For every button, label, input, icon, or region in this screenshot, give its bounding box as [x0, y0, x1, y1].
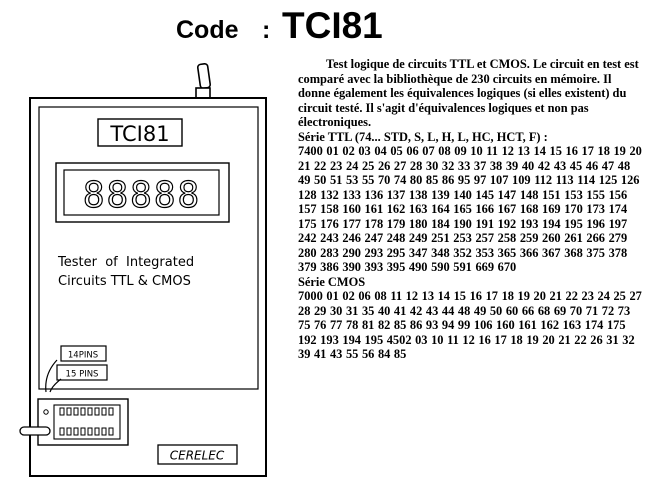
pins-15-tag — [56, 364, 108, 381]
brand-frame — [157, 444, 238, 465]
pins-14-label: 14PINS — [68, 351, 98, 361]
device-panel — [38, 106, 259, 390]
pins-14-tag — [60, 345, 107, 362]
page-title: Code : TCI81 — [176, 4, 416, 48]
model-label: TCI81 — [109, 122, 169, 146]
pins-15-label: 15 PINS — [66, 370, 99, 380]
product-code: TCI81 — [282, 5, 383, 46]
cmos-heading: Série CMOS — [298, 274, 366, 289]
display-inner — [63, 169, 220, 216]
ttl-heading: Série TTL (74... STD, S, L, H, L, HC, HC… — [298, 129, 548, 144]
toggle-switch-icon — [195, 63, 212, 99]
zif-socket — [19, 398, 129, 446]
device-caption-line2: Circuits TTL & CMOS — [58, 274, 191, 289]
brand-label: CERELEC — [170, 449, 225, 463]
ttl-codes: 7400 01 02 03 04 05 06 07 08 09 10 11 12… — [298, 144, 642, 274]
cmos-codes: 7000 01 02 06 08 11 12 13 14 15 16 17 18… — [298, 289, 642, 361]
model-label-frame — [97, 118, 183, 147]
device-caption-line1: Tester of Integrated — [57, 255, 194, 270]
description-intro: Test logique de circuits TTL et CMOS. Le… — [298, 57, 639, 129]
code-colon: : — [262, 16, 271, 44]
code-label: Code — [176, 16, 239, 44]
display-digits: 88888 — [83, 175, 201, 216]
device-illustration: TCI81 88888 Tester of Integrated Circuit… — [19, 63, 267, 477]
description: Test logique de circuits TTL et CMOS. Le… — [298, 57, 642, 362]
